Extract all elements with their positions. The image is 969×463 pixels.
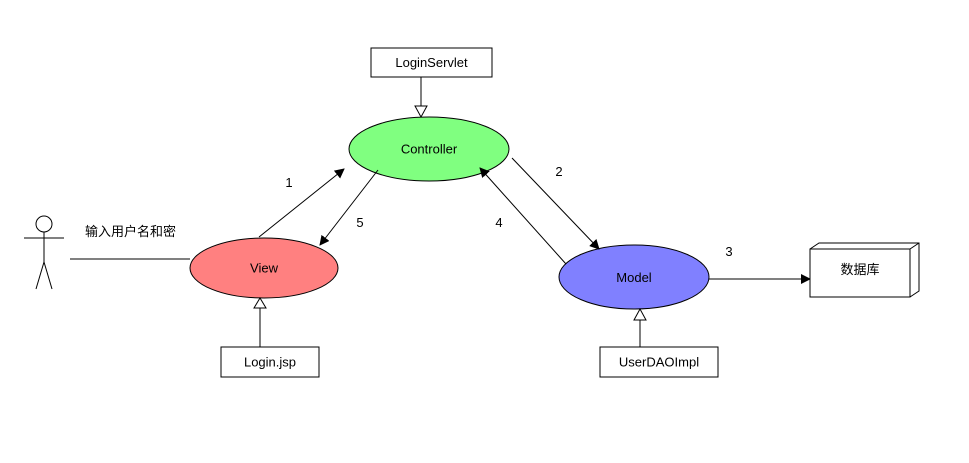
user-dao-inheritance-arrow <box>633 307 647 347</box>
model-label: Model <box>616 270 652 285</box>
model-ellipse <box>558 244 710 310</box>
arrow-5: 5 <box>319 169 379 246</box>
actor-icon <box>24 215 64 290</box>
controller-label: Controller <box>401 142 458 157</box>
arrow-5-label: 5 <box>356 215 363 230</box>
login-servlet-box: LoginServlet <box>370 47 493 78</box>
user-dao-impl-box: UserDAOImpl <box>599 346 719 378</box>
database-label: 数据库 <box>840 262 879 278</box>
login-servlet-inheritance-arrow <box>414 77 428 119</box>
login-jsp-inheritance-arrow <box>253 297 267 347</box>
view-ellipse <box>189 237 339 299</box>
controller-ellipse <box>348 116 510 182</box>
login-servlet-label: LoginServlet <box>395 55 468 70</box>
login-jsp-box: Login.jsp <box>220 346 320 378</box>
arrow-3-label: 3 <box>725 244 732 259</box>
database-node: 数据库 <box>809 242 920 298</box>
actor-caption: 输入用户名和密 <box>85 224 176 240</box>
arrow-1: 1 <box>258 168 345 238</box>
controller-node: Controller <box>348 116 510 182</box>
arrow-2: 2 <box>511 157 600 250</box>
arrow-1-label: 1 <box>285 175 292 190</box>
view-node: View <box>189 237 339 299</box>
arrow-2-label: 2 <box>555 164 562 179</box>
user-dao-impl-label: UserDAOImpl <box>619 355 699 370</box>
view-label: View <box>250 261 279 276</box>
login-jsp-label: Login.jsp <box>244 355 296 370</box>
arrow-4: 4 <box>479 167 567 265</box>
model-node: Model <box>558 244 710 310</box>
arrow-4-label: 4 <box>495 215 502 230</box>
arrow-3: 3 <box>709 244 811 284</box>
